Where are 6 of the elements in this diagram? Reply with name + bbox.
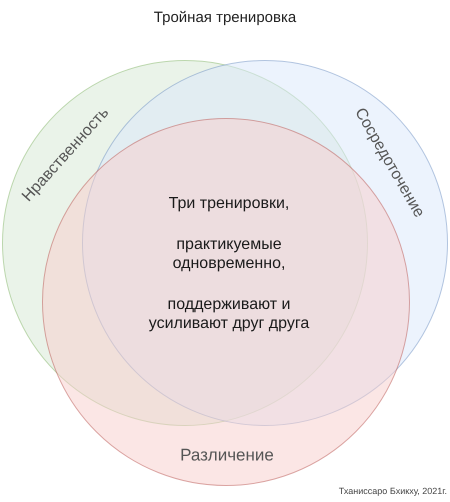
center-text: Три тренировки, xyxy=(168,194,290,213)
author-credit: Тханиссаро Бхикху, 2021г. xyxy=(338,486,447,496)
center-text: практикуемые одновременно, xyxy=(172,235,286,273)
center-text: поддерживают и усиливают друг друга xyxy=(148,295,310,333)
circle-label: Различение xyxy=(180,446,274,464)
diagram-title: Тройная тренировка xyxy=(152,9,298,26)
